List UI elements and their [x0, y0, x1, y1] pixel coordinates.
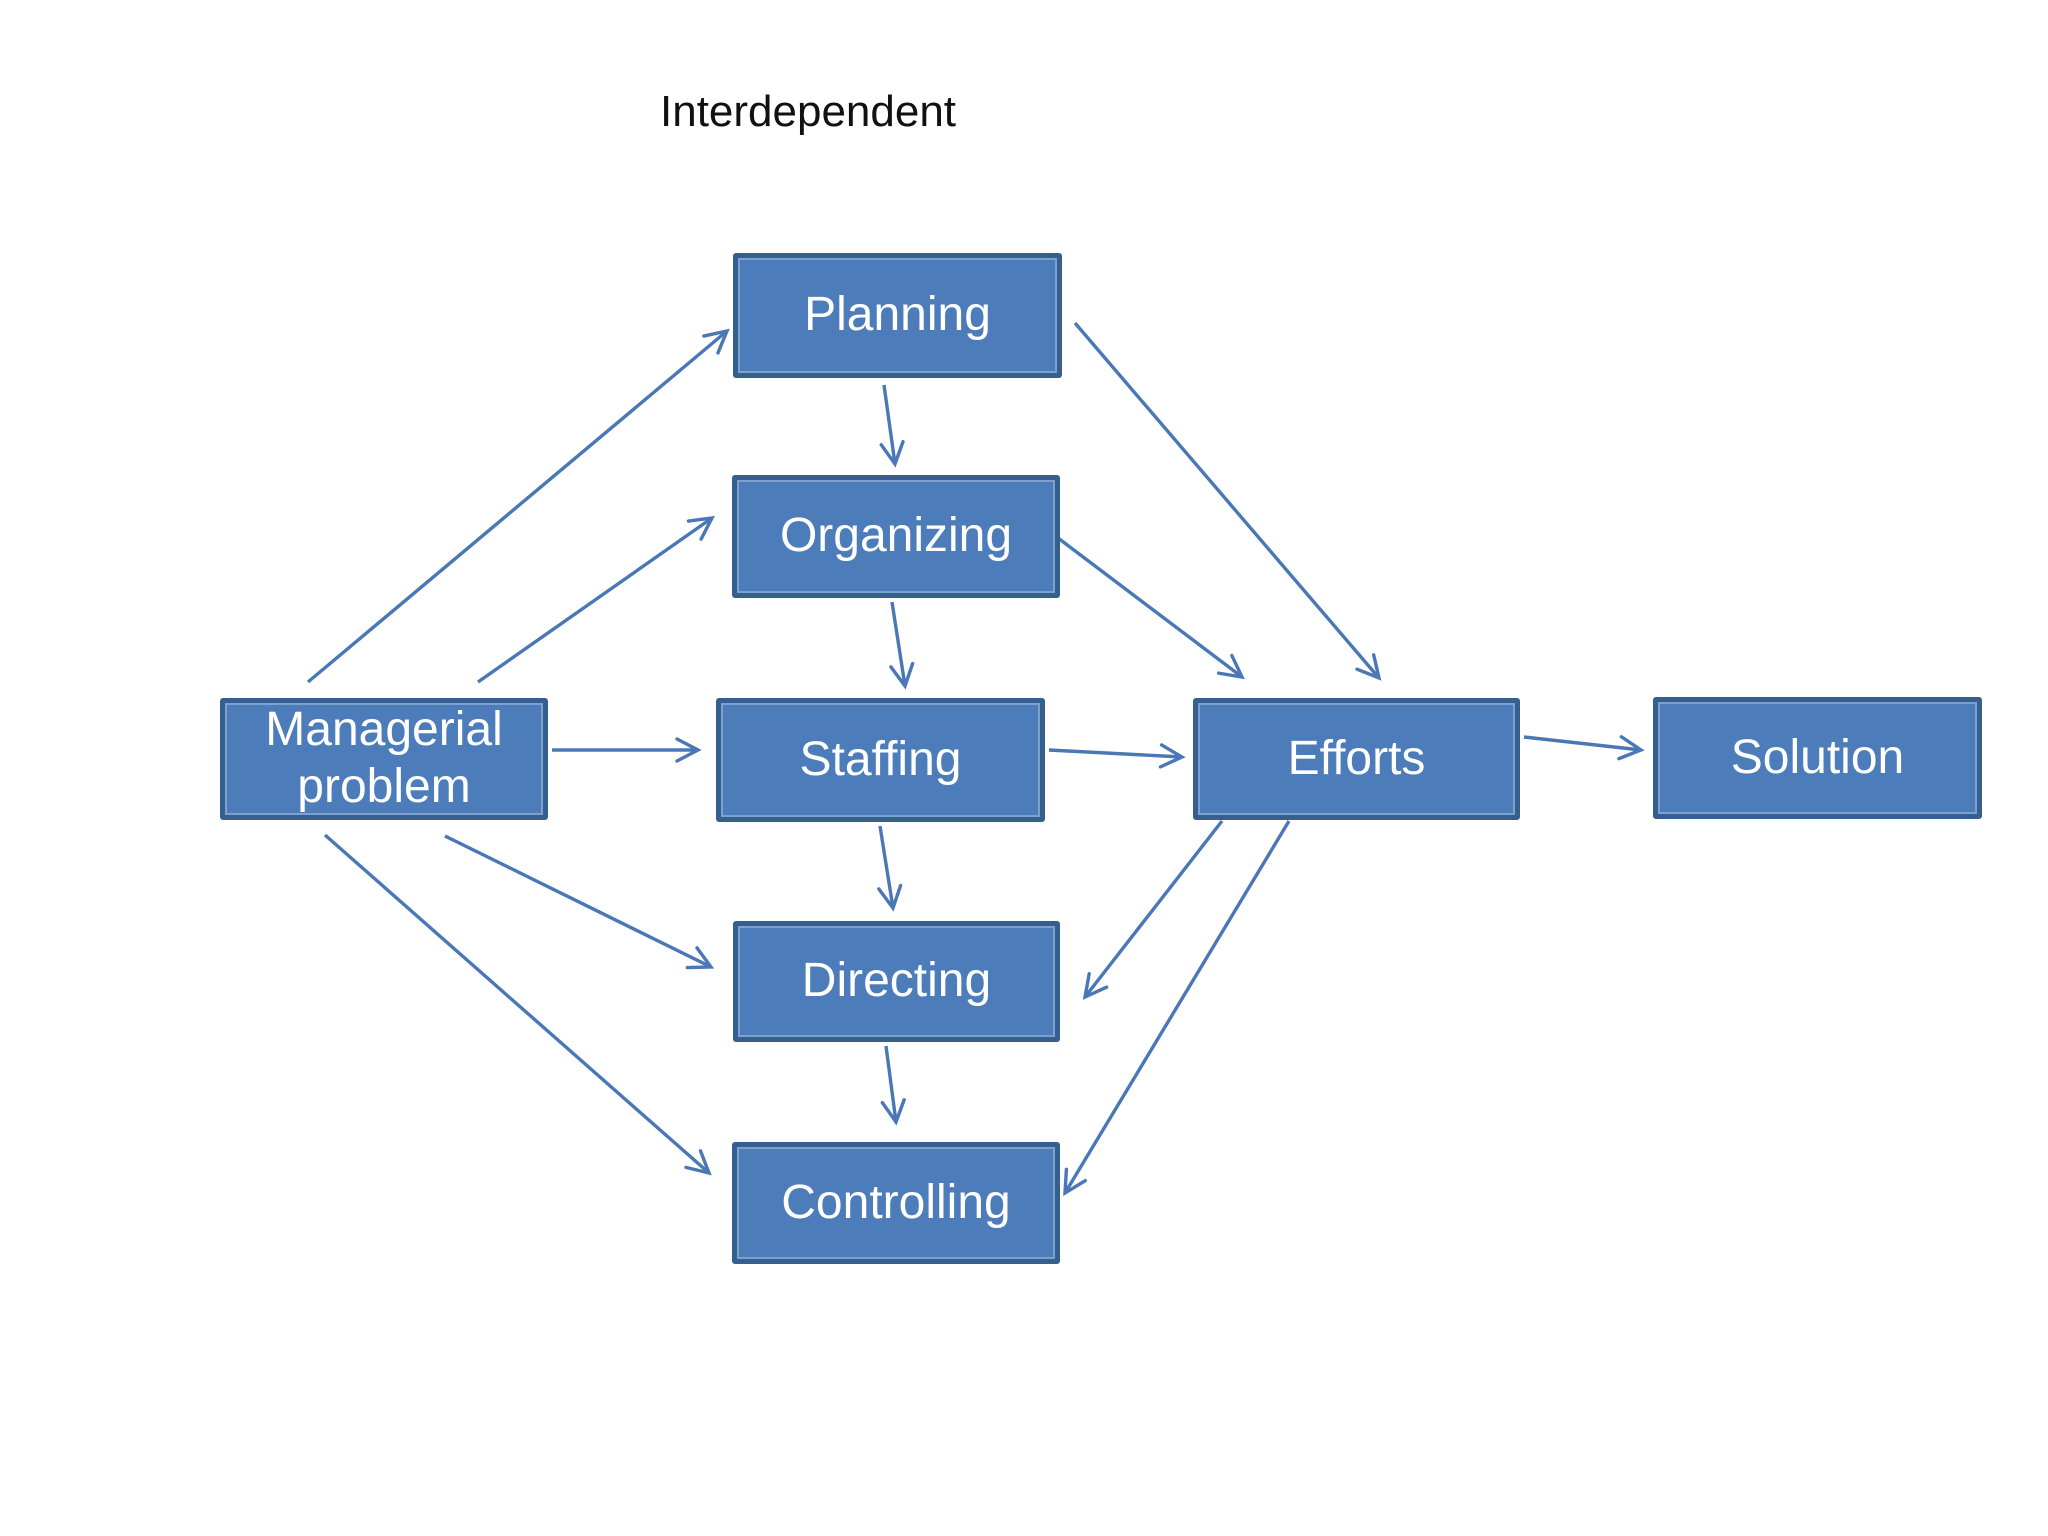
- node-label-organizing: Organizing: [779, 509, 1013, 563]
- arrow-organizing-to-staffing: [889, 601, 915, 690]
- node-staffing: Staffing: [716, 698, 1045, 822]
- node-directing: Directing: [733, 921, 1060, 1042]
- node-label-planning: Planning: [804, 288, 991, 342]
- arrow-efforts-to-controlling: [1063, 820, 1291, 1197]
- arrow-managerial-problem-to-controlling: [323, 833, 712, 1176]
- arrow-managerial-problem-to-organizing: [477, 515, 716, 684]
- node-efforts: Efforts: [1193, 698, 1520, 820]
- node-controlling: Controlling: [732, 1142, 1060, 1264]
- node-label-efforts: Efforts: [1287, 731, 1426, 785]
- arrow-organizing-to-efforts: [1056, 536, 1245, 680]
- arrow-planning-to-efforts: [1073, 321, 1382, 681]
- node-managerial-problem: Managerial problem: [220, 698, 548, 820]
- node-label-managerial-problem: Managerial problem: [265, 703, 503, 813]
- arrow-efforts-to-solution: [1523, 735, 1645, 761]
- slide-title: Interdependent: [660, 87, 957, 136]
- arrow-staffing-to-directing: [877, 825, 903, 912]
- arrow-staffing-to-efforts: [1048, 743, 1186, 769]
- node-organizing: Organizing: [732, 475, 1060, 598]
- arrow-managerial-problem-to-directing: [444, 834, 715, 970]
- node-label-staffing: Staffing: [799, 732, 962, 786]
- node-label-solution: Solution: [1730, 730, 1905, 784]
- node-planning: Planning: [733, 253, 1062, 378]
- arrows-group: [306, 321, 1645, 1197]
- node-solution: Solution: [1653, 697, 1982, 819]
- arrow-directing-to-controlling: [880, 1045, 906, 1126]
- node-label-directing: Directing: [801, 954, 992, 1008]
- arrow-managerial-problem-to-planning: [306, 328, 730, 684]
- arrow-planning-to-organizing: [879, 384, 905, 468]
- arrow-efforts-to-directing: [1082, 819, 1224, 1000]
- node-label-controlling: Controlling: [781, 1175, 1011, 1229]
